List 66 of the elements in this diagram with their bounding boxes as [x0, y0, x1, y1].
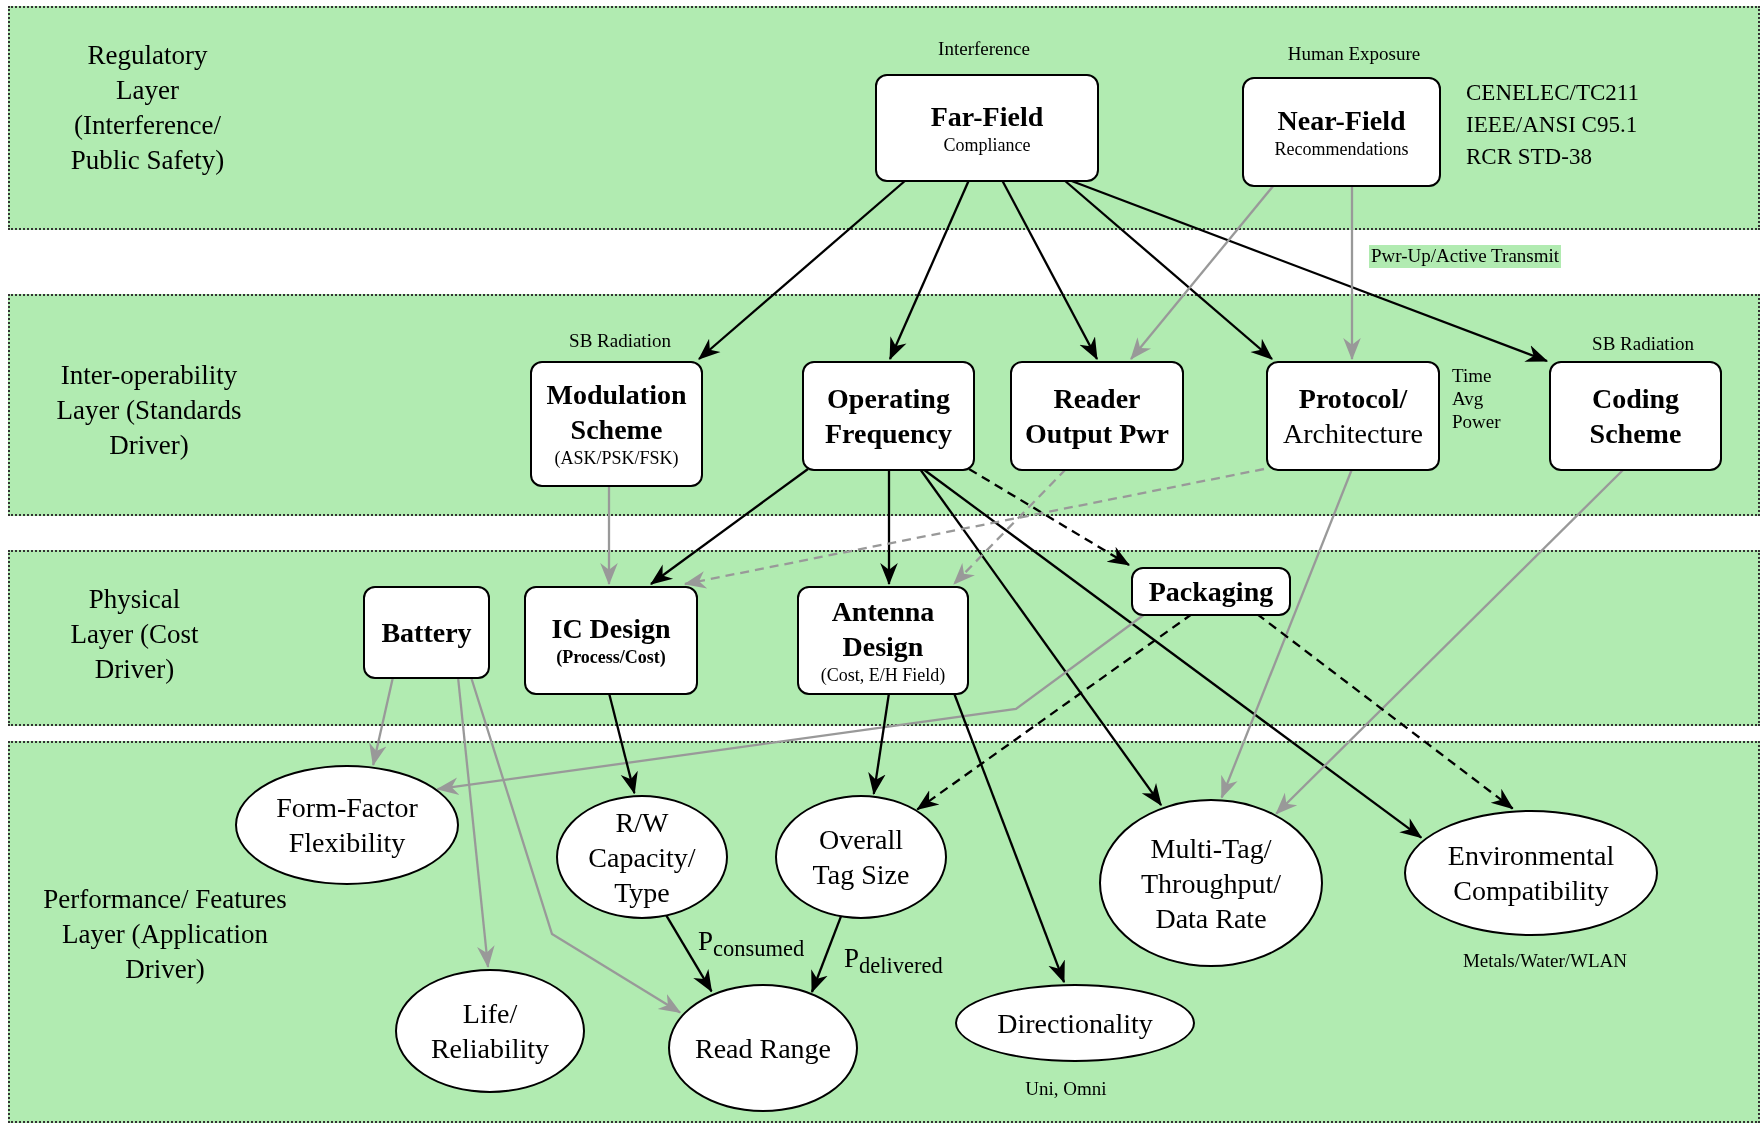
process-box: Packaging — [1131, 567, 1291, 616]
arrow — [1256, 613, 1514, 810]
feature-ellipse: Life/ Reliability — [395, 969, 585, 1093]
feature-ellipse: Read Range — [668, 984, 858, 1112]
edge-label: P$_{delivered}$ — [843, 942, 944, 980]
process-box: Far-Field Compliance — [875, 74, 1099, 182]
process-box: Operating Frequency — [802, 361, 975, 471]
arrow — [1275, 468, 1625, 815]
arrow — [952, 692, 1066, 984]
layer-band — [8, 741, 1760, 1123]
layer-title: Inter-operability Layer (Standards Driver) — [55, 359, 243, 463]
feature-ellipse: Overall Tag Size — [775, 795, 947, 919]
arrow — [919, 468, 1163, 806]
process-box: Antenna Design (Cost, E/H Field) — [797, 586, 969, 695]
process-box: Modulation Scheme (ASK/PSK/FSK) — [530, 361, 703, 487]
arrow — [469, 676, 682, 1014]
process-box: Reader Output Pwr — [1010, 361, 1184, 471]
arrow — [968, 468, 1130, 566]
arrow — [868, 692, 891, 795]
layer-title: Physical Layer (Cost Driver) — [69, 583, 200, 687]
arrow — [1343, 185, 1361, 361]
arrow — [1130, 184, 1275, 360]
feature-ellipse: Form-Factor Flexibility — [235, 765, 459, 885]
layer-band — [8, 294, 1760, 516]
layer-title: Regulatory Layer (Interference/ Public Safety) — [69, 39, 226, 178]
arrow — [1063, 179, 1273, 360]
edge-label: Pwr-Up/Active Transmit — [1369, 245, 1562, 268]
feature-ellipse: Multi-Tag/ Throughput/ Data Rate — [1099, 799, 1323, 967]
arrow — [600, 485, 618, 586]
arrow — [456, 676, 495, 969]
node-note: Metals/Water/WLAN — [1462, 950, 1628, 973]
node-note: Interference — [938, 38, 1030, 61]
standard-label: RCR STD-38 — [1466, 144, 1592, 170]
node-note: SB Radiation — [1592, 333, 1694, 356]
arrow — [1001, 179, 1098, 360]
process-box: Near-Field Recommendations — [1242, 77, 1441, 187]
arrow — [916, 613, 1193, 811]
feature-ellipse: Directionality — [955, 984, 1195, 1062]
layer-band — [8, 6, 1760, 230]
process-box: Protocol/ Architecture — [1266, 361, 1440, 471]
arrow — [650, 468, 809, 585]
layer-band — [8, 550, 1760, 726]
node-note: Time Avg Power — [1452, 365, 1502, 434]
arrow — [607, 692, 638, 795]
feature-ellipse: Environmental Compatibility — [1404, 810, 1658, 936]
feature-ellipse: R/W Capacity/ Type — [556, 795, 728, 919]
edge-label: P$_{consumed}$ — [697, 925, 806, 963]
standard-label: IEEE/ANSI C95.1 — [1466, 112, 1638, 138]
process-box: Battery — [363, 586, 490, 679]
standard-label: CENELEC/TC211 — [1466, 80, 1639, 106]
arrow — [953, 468, 1067, 585]
arrow — [698, 179, 907, 360]
node-note: Human Exposure — [1287, 43, 1421, 66]
arrow — [880, 469, 898, 586]
arrow — [888, 179, 971, 360]
arrow — [1220, 468, 1354, 799]
process-box: Coding Scheme — [1549, 361, 1722, 471]
arrow — [683, 467, 1265, 589]
layer-title: Performance/ Features Layer (Application Driver) — [42, 883, 288, 987]
process-box: IC Design (Process/Cost) — [524, 586, 698, 695]
arrow — [369, 676, 395, 766]
node-note: Uni, Omni — [1025, 1078, 1107, 1101]
arrow — [810, 915, 843, 993]
arrow — [436, 613, 1146, 796]
node-note: SB Radiation — [569, 330, 671, 353]
arrow — [922, 468, 1423, 839]
